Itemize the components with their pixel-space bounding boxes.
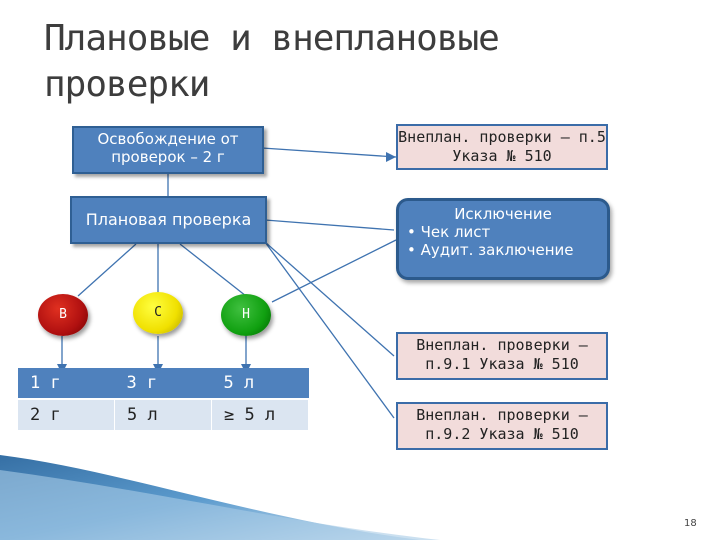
risk-medium-circle: С xyxy=(133,292,183,334)
line-planned-exception xyxy=(264,219,395,231)
line-planned-high xyxy=(77,243,137,297)
unplanned-p91-box: Внеплан. проверки – п.9.1 Указа № 510 xyxy=(396,332,608,380)
planned-check-box: Плановая проверка xyxy=(70,196,267,244)
exemption-label: Освобождение от проверок – 2 г xyxy=(97,130,239,166)
line-low-exception xyxy=(271,239,397,303)
page-title: Плановые и внеплановые проверки xyxy=(44,18,500,105)
exception-heading: Исключение xyxy=(454,205,552,223)
line-planned-p92 xyxy=(264,241,395,419)
arrowhead-p5 xyxy=(386,152,396,162)
exception-item-checklist: • Чек лист xyxy=(407,223,491,241)
table-cell: 5 л xyxy=(114,399,212,430)
table-cell: ≥ 5 л xyxy=(211,399,309,430)
risk-low-label: Н xyxy=(242,307,250,322)
table-cell: 5 л xyxy=(211,368,309,400)
table-cell: 2 г xyxy=(18,399,115,430)
page-number: 18 xyxy=(684,518,697,529)
exemption-box: Освобождение от проверок – 2 г xyxy=(72,126,264,174)
table-row: 2 г 5 л ≥ 5 л xyxy=(18,399,309,430)
unplanned-p5-box: Внеплан. проверки – п.5 Указа № 510 xyxy=(396,124,608,170)
unplanned-p5-label: Внеплан. проверки – п.5 Указа № 510 xyxy=(398,128,606,165)
unplanned-p91-label: Внеплан. проверки – п.9.1 Указа № 510 xyxy=(416,336,588,373)
planned-check-label: Плановая проверка xyxy=(85,210,252,229)
risk-medium-label: С xyxy=(154,305,162,320)
periodicity-table: 1 г 3 г 5 л 2 г 5 л ≥ 5 л xyxy=(18,368,309,430)
table-cell: 3 г xyxy=(114,368,212,400)
unplanned-p92-box: Внеплан. проверки – п.9.2 Указа № 510 xyxy=(396,402,608,450)
risk-high-label: В xyxy=(59,307,67,322)
table-cell: 1 г xyxy=(18,368,115,400)
risk-low-circle: Н xyxy=(221,294,271,336)
line-exemption-p5 xyxy=(261,147,397,158)
table-row: 1 г 3 г 5 л xyxy=(18,368,309,400)
risk-high-circle: В xyxy=(38,294,88,336)
line-planned-p91 xyxy=(264,241,395,357)
exception-box: Исключение • Чек лист • Аудит. заключени… xyxy=(396,198,610,280)
line-planned-low xyxy=(179,243,247,297)
unplanned-p92-label: Внеплан. проверки – п.9.2 Указа № 510 xyxy=(416,406,588,443)
exception-item-audit: • Аудит. заключение xyxy=(407,241,574,259)
decorative-wave-light xyxy=(0,470,440,540)
